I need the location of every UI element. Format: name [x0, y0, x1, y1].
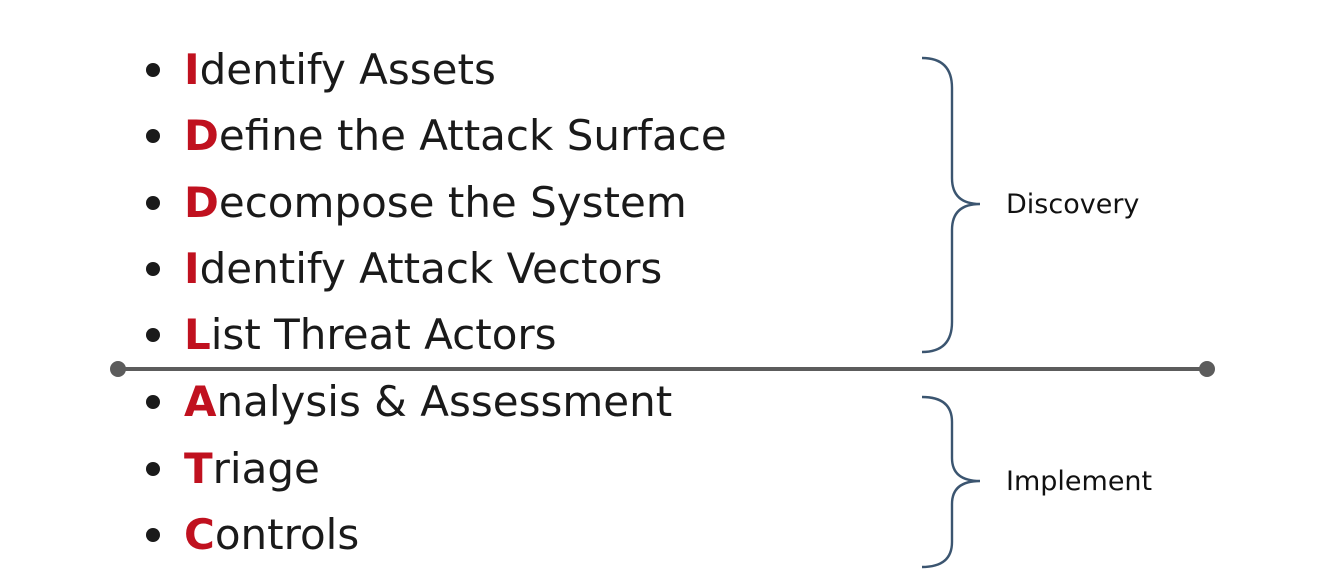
item-initial: L	[184, 310, 211, 359]
list-item: I dentify Attack Vectors	[146, 241, 662, 297]
group-label-discovery: Discovery	[1006, 189, 1140, 220]
item-initial: I	[184, 45, 200, 94]
item-initial: I	[184, 244, 200, 293]
bullet-icon	[146, 63, 160, 77]
bullet-icon	[146, 262, 160, 276]
list-item: L ist Threat Actors	[146, 307, 557, 363]
item-text: nalysis & Assessment	[216, 377, 673, 426]
bullet-icon	[146, 129, 160, 143]
bullet-icon	[146, 395, 160, 409]
list-item: C ontrols	[146, 507, 359, 563]
item-initial: A	[184, 377, 217, 426]
implement-brace-icon	[921, 395, 981, 569]
list-item: I dentify Assets	[146, 42, 496, 98]
item-text: ecompose the System	[218, 178, 687, 227]
list-item: T riage	[146, 441, 320, 497]
item-text: ontrols	[214, 510, 360, 559]
item-initial: T	[184, 444, 213, 493]
list-item: A nalysis & Assessment	[146, 374, 672, 430]
item-text: dentify Assets	[199, 45, 496, 94]
divider-endpoint-left	[110, 361, 126, 377]
divider-endpoint-right	[1199, 361, 1215, 377]
bullet-icon	[146, 196, 160, 210]
discovery-brace-icon	[921, 56, 981, 354]
item-text: ist Threat Actors	[210, 310, 557, 359]
bullet-icon	[146, 462, 160, 476]
group-label-implement: Implement	[1006, 466, 1153, 497]
bullet-icon	[146, 528, 160, 542]
item-text: efine the Attack Surface	[218, 111, 727, 160]
item-text: riage	[212, 444, 320, 493]
item-initial: D	[184, 178, 219, 227]
item-initial: D	[184, 111, 219, 160]
list-item: D ecompose the System	[146, 175, 687, 231]
list-item: D efine the Attack Surface	[146, 108, 727, 164]
bullet-icon	[146, 328, 160, 342]
item-initial: C	[184, 510, 215, 559]
item-text: dentify Attack Vectors	[199, 244, 663, 293]
